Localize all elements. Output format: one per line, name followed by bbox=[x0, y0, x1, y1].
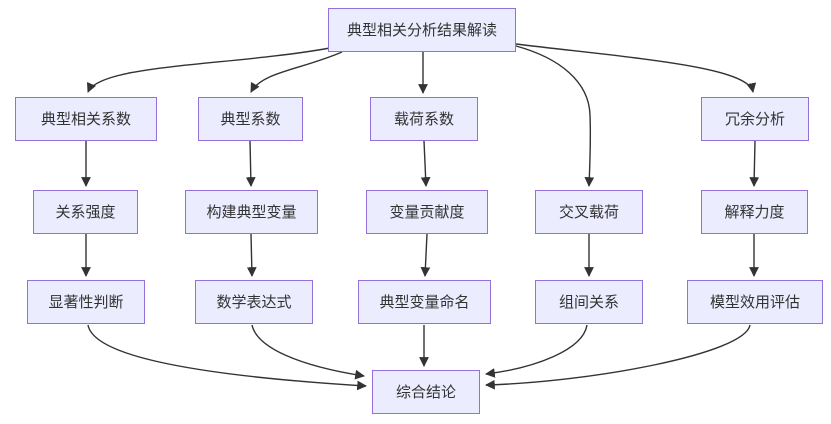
node-root: 典型相关分析结果解读 bbox=[328, 8, 516, 52]
edge-build-canonical-vars-to-math-expression bbox=[246, 233, 257, 277]
node-explanatory-power: 解释力度 bbox=[701, 190, 808, 234]
node-between-group-relation: 组间关系 bbox=[535, 280, 643, 324]
node-canonical-corr-coef: 典型相关系数 bbox=[15, 97, 157, 141]
node-redundancy: 冗余分析 bbox=[701, 97, 809, 141]
edge-canonical-coef-to-build-canonical-vars bbox=[245, 140, 256, 187]
node-significance: 显著性判断 bbox=[27, 280, 145, 324]
node-canonical-coef: 典型系数 bbox=[198, 97, 303, 141]
edge-root-to-canonical-corr-coef bbox=[87, 47, 331, 93]
edge-loading-coef-to-var-contribution bbox=[420, 140, 431, 187]
edge-math-expression-to-conclusion bbox=[251, 324, 365, 380]
edge-var-contribution-to-canonical-var-naming bbox=[420, 233, 431, 277]
edge-model-utility-to-conclusion bbox=[485, 324, 751, 390]
node-canonical-var-naming: 典型变量命名 bbox=[358, 280, 491, 324]
edge-significance-to-conclusion bbox=[87, 324, 367, 391]
node-model-utility: 模型效用评估 bbox=[687, 280, 823, 324]
node-conclusion: 综合结论 bbox=[372, 370, 480, 414]
node-math-expression: 数学表达式 bbox=[195, 280, 313, 324]
node-var-contribution: 变量贡献度 bbox=[366, 190, 488, 234]
edge-between-group-relation-to-conclusion bbox=[485, 324, 588, 378]
edge-root-to-cross-loading bbox=[515, 45, 595, 187]
edge-root-to-redundancy bbox=[515, 43, 757, 93]
edge-redundancy-to-explanatory-power bbox=[749, 140, 760, 187]
node-cross-loading: 交叉载荷 bbox=[535, 190, 643, 234]
node-relation-strength: 关系强度 bbox=[33, 190, 138, 234]
node-loading-coef: 载荷系数 bbox=[370, 97, 478, 141]
edge-root-to-canonical-coef bbox=[250, 51, 343, 93]
node-build-canonical-vars: 构建典型变量 bbox=[185, 190, 318, 234]
